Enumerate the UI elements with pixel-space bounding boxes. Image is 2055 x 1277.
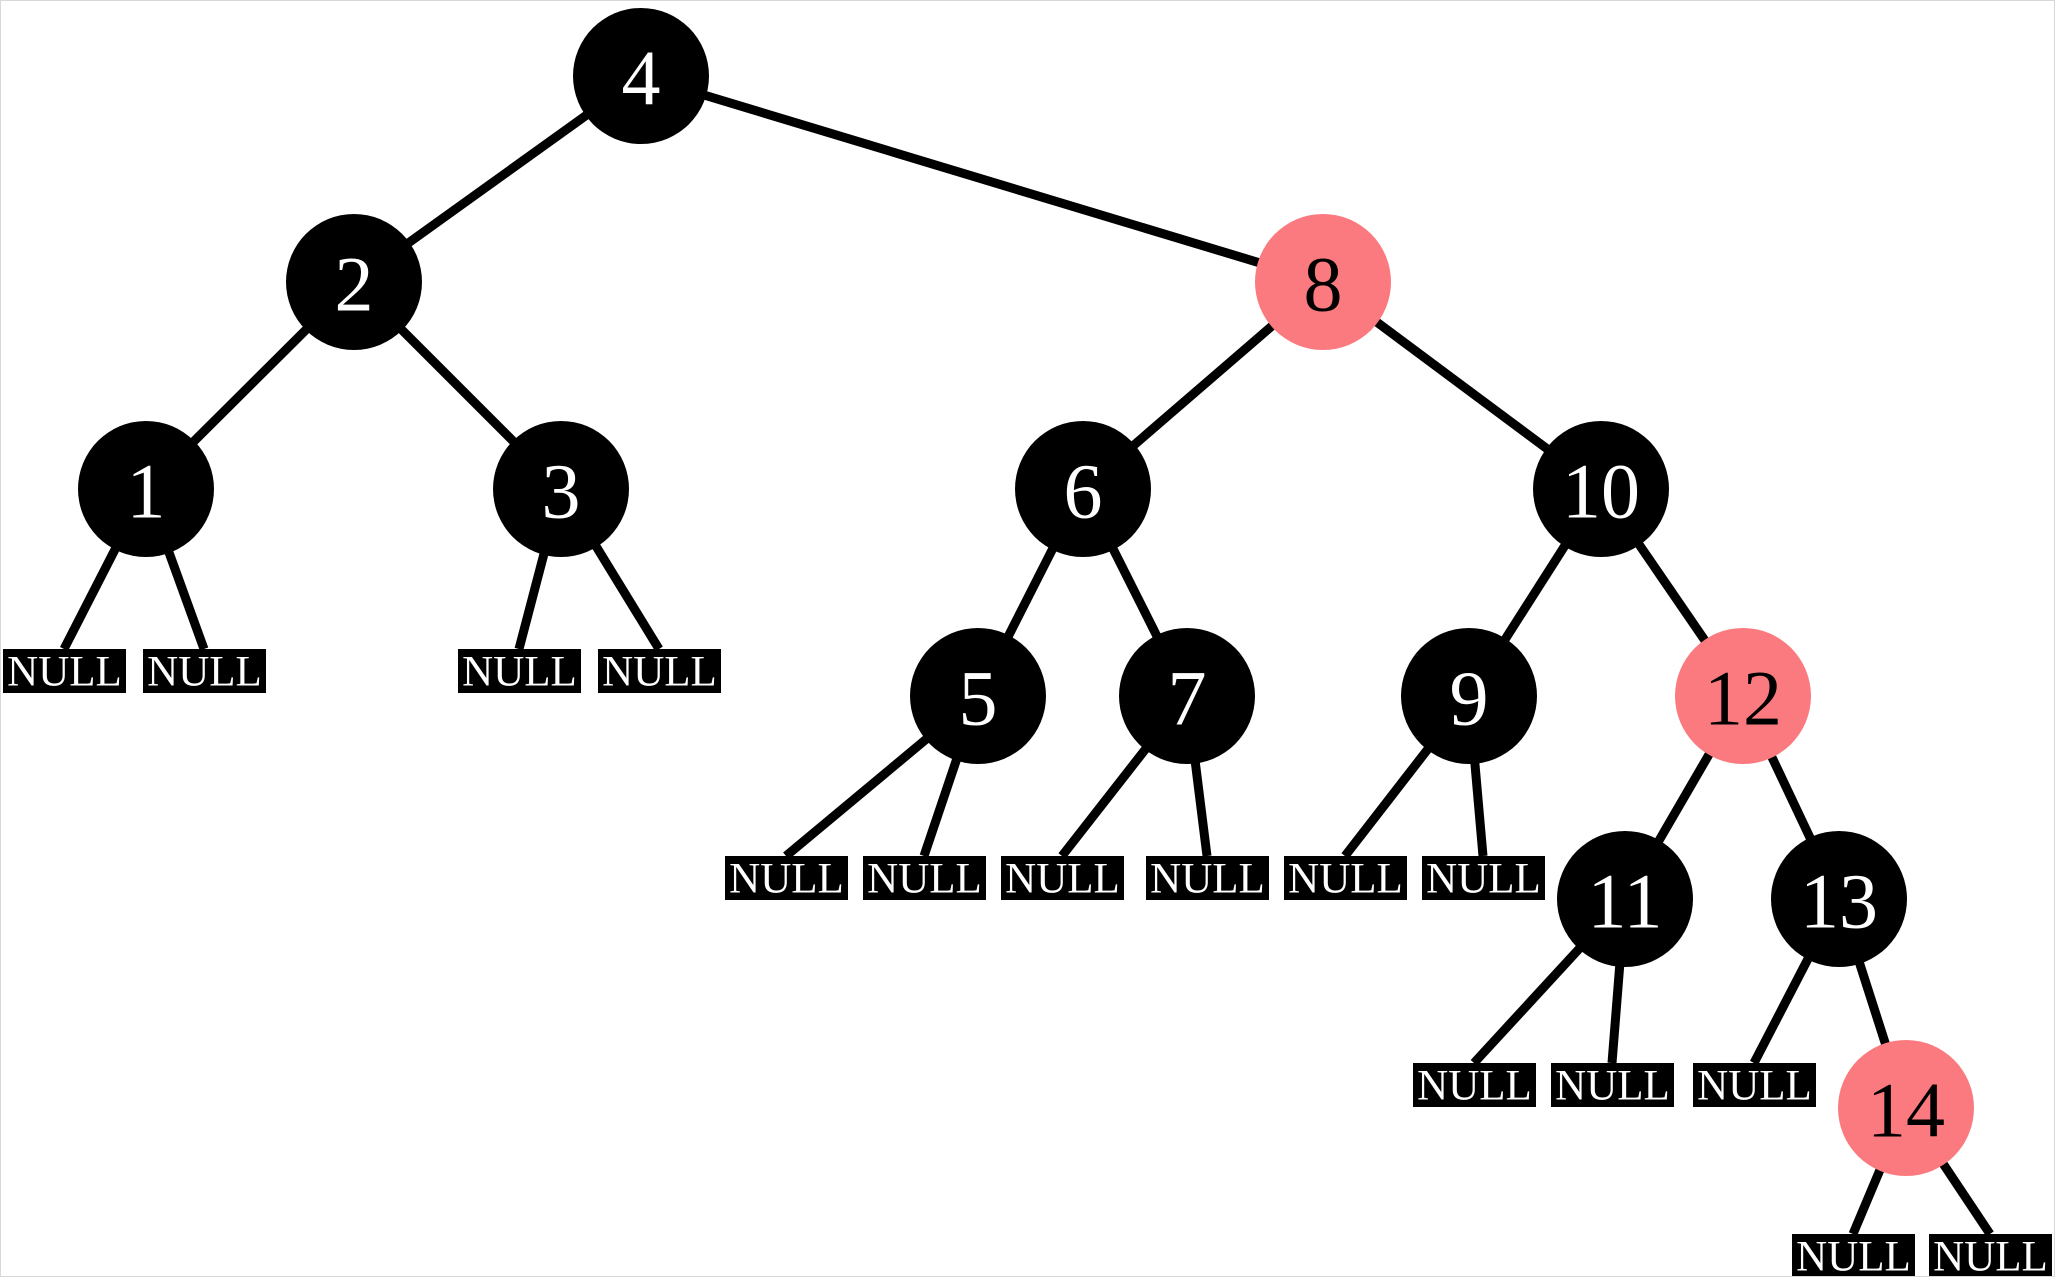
null-leaf-label: NULL [867,856,982,903]
null-leaf[interactable]: NULL [1146,856,1269,903]
null-leaf[interactable]: NULL [1929,1234,2052,1277]
tree-node-13[interactable]: 13 [1771,831,1907,967]
null-leaf-box [1413,1063,1536,1107]
null-leaf[interactable]: NULL [1284,856,1407,903]
node-label: 9 [1450,655,1489,742]
null-leaf-box [1284,856,1407,900]
node-circle-black [1119,628,1255,764]
node-label: 4 [622,35,661,122]
null-leaf-label: NULL [1796,1234,1911,1277]
null-leaf-box [1929,1234,2052,1276]
null-leaf[interactable]: NULL [863,856,986,903]
node-label: 1 [127,448,166,535]
node-circle-black [573,8,709,144]
tree-node-2[interactable]: 2 [286,214,422,350]
node-circle-red [1255,214,1391,350]
null-leaf[interactable]: NULL [1792,1234,1915,1277]
null-leaf-label: NULL [1417,1063,1532,1110]
null-leaf[interactable]: NULL [1422,856,1545,903]
tree-node-10[interactable]: 10 [1533,421,1669,557]
node-label: 7 [1168,655,1207,742]
tree-node-11[interactable]: 11 [1557,831,1693,967]
null-leaf-label: NULL [729,856,844,903]
node-circle-black [1771,831,1907,967]
tree-node-12[interactable]: 12 [1675,628,1811,764]
tree-node-9[interactable]: 9 [1401,628,1537,764]
null-leaves-layer: NULL NULL NULL NULL NULL NULL NULL NULL NULL NULL… [3,649,2052,1277]
node-label: 6 [1064,448,1103,535]
null-leaf-box [1693,1063,1816,1107]
null-leaf-box [143,649,266,693]
node-label: 3 [542,448,581,535]
node-circle-black [1401,628,1537,764]
tree-node-14[interactable]: 14 [1838,1040,1974,1176]
tree-node-5[interactable]: 5 [910,628,1046,764]
node-circle-black [286,214,422,350]
null-leaf[interactable]: NULL [1001,856,1124,903]
node-circle-black [1533,421,1669,557]
null-leaf[interactable]: NULL [458,649,581,696]
null-leaf[interactable]: NULL [3,649,126,696]
node-label: 10 [1562,448,1640,535]
null-leaf-box [1792,1234,1915,1276]
null-leaf-label: NULL [1426,856,1541,903]
null-leaf-box [1422,856,1545,900]
null-leaf-label: NULL [462,649,577,696]
tree-node-7[interactable]: 7 [1119,628,1255,764]
node-circle-black [493,421,629,557]
null-leaf[interactable]: NULL [725,856,848,903]
null-leaf-label: NULL [1697,1063,1812,1110]
node-circle-black [78,421,214,557]
null-leaf-box [1001,856,1124,900]
null-leaf-label: NULL [1288,856,1403,903]
tree-node-6[interactable]: 6 [1015,421,1151,557]
null-leaf-box [458,649,581,693]
null-leaf-label: NULL [1933,1234,2048,1277]
tree-node-1[interactable]: 1 [78,421,214,557]
null-leaf-label: NULL [602,649,717,696]
null-leaf-label: NULL [1005,856,1120,903]
null-leaf[interactable]: NULL [1551,1063,1674,1110]
null-leaf-label: NULL [7,649,122,696]
null-leaf-box [1551,1063,1674,1107]
tree-edge-n4-n8 [639,71,1325,287]
node-circle-black [910,628,1046,764]
node-circle-red [1838,1040,1974,1176]
node-label: 2 [335,241,374,328]
tree-node-3[interactable]: 3 [493,421,629,557]
null-leaf[interactable]: NULL [1413,1063,1536,1110]
null-leaf-label: NULL [1150,856,1265,903]
null-leaf[interactable]: NULL [598,649,721,696]
null-leaf-box [598,649,721,693]
null-leaf-box [863,856,986,900]
null-leaf-label: NULL [1555,1063,1670,1110]
null-leaf-label: NULL [147,649,262,696]
null-leaf-box [1146,856,1269,900]
node-label: 14 [1867,1067,1945,1154]
node-label: 8 [1304,241,1343,328]
null-leaf[interactable]: NULL [1693,1063,1816,1110]
node-label: 5 [959,655,998,742]
tree-node-4[interactable]: 4 [573,8,709,144]
tree-node-8[interactable]: 8 [1255,214,1391,350]
node-label: 13 [1800,858,1878,945]
node-label: 12 [1704,655,1782,742]
null-leaf[interactable]: NULL [143,649,266,696]
node-circle-red [1675,628,1811,764]
node-circle-black [1015,421,1151,557]
null-leaf-box [725,856,848,900]
node-label: 11 [1587,858,1662,945]
node-circle-black [1557,831,1693,967]
null-leaf-box [3,649,126,693]
